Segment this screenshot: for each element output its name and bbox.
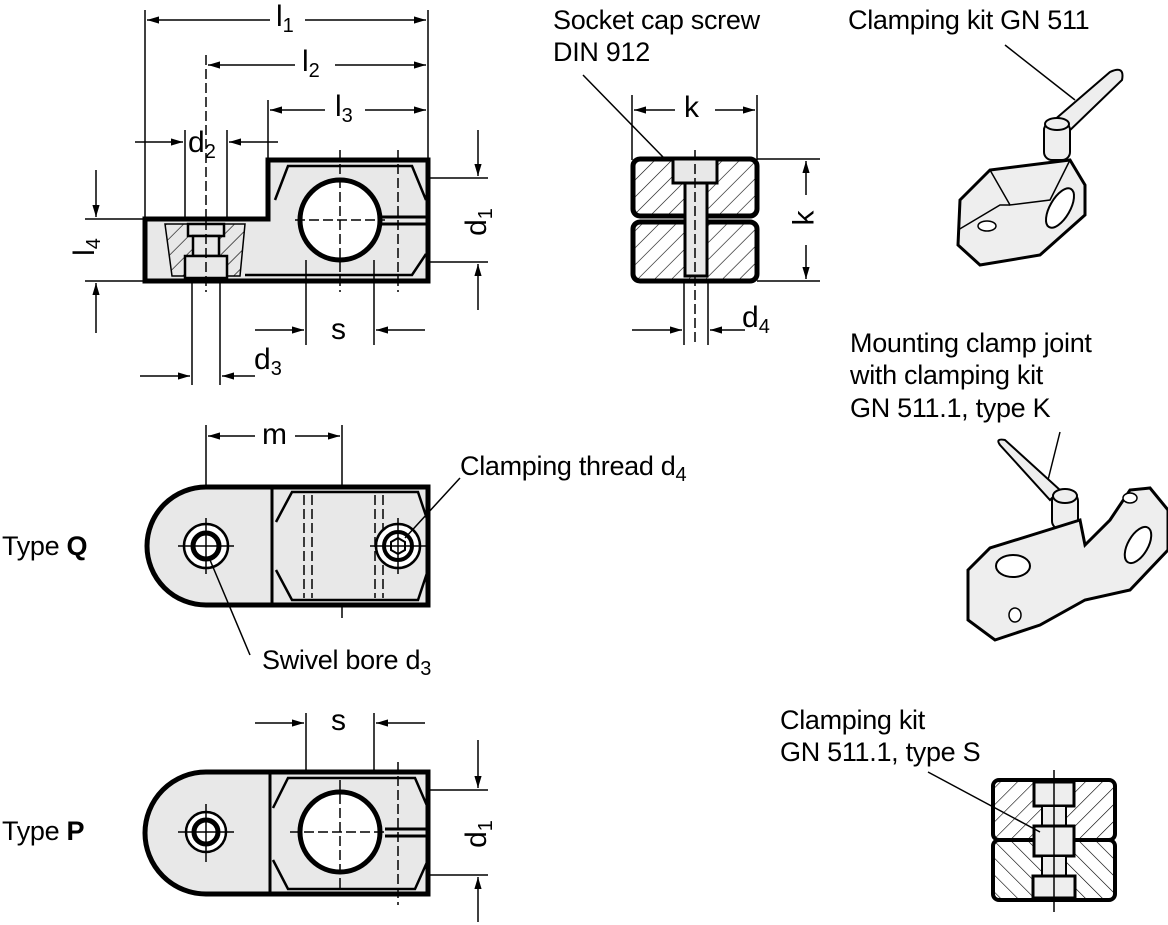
- dim-l1: l1: [276, 0, 294, 37]
- front-view: [85, 10, 488, 385]
- type-p-view: [142, 713, 488, 922]
- dim-d2: d2: [188, 126, 216, 163]
- clamping-kit-gn511-illustration: [956, 44, 1124, 267]
- dim-d4: d4: [742, 301, 770, 338]
- callout-mounting-clamp-joint: Mounting clamp joint with clamping kit G…: [850, 328, 1092, 423]
- dim-d3: d3: [254, 343, 282, 380]
- dim-k-vertical: k: [787, 210, 821, 226]
- dim-s-top: s: [331, 313, 346, 346]
- dim-s-bottom: s: [331, 704, 346, 737]
- callout-clamping-kit-gn511: Clamping kit GN 511: [848, 5, 1090, 35]
- dim-l2: l2: [302, 45, 320, 82]
- dim-m: m: [262, 418, 287, 451]
- mounting-clamp-joint-illustration: [966, 431, 1168, 642]
- callout-swivel-bore: Swivel bore d3: [262, 645, 432, 680]
- dim-d1-top: d1: [459, 208, 497, 236]
- dim-k-horizontal: k: [684, 91, 699, 124]
- dim-d1-bottom: d1: [459, 820, 497, 848]
- side-section-view: [582, 74, 820, 345]
- label-type-p: Type P: [2, 816, 85, 846]
- type-q-view: [144, 425, 461, 656]
- label-type-q: Type Q: [2, 531, 88, 561]
- callout-clamping-kit-type-s: Clamping kit GN 511.1, type S: [780, 705, 981, 768]
- clamping-kit-type-s-section: [927, 770, 1117, 912]
- dim-l4: l4: [67, 238, 105, 256]
- dim-l3: l3: [335, 90, 353, 127]
- callout-socket-cap-screw: Socket cap screw DIN 912: [553, 5, 760, 68]
- callout-clamping-thread: Clamping thread d4: [460, 451, 687, 486]
